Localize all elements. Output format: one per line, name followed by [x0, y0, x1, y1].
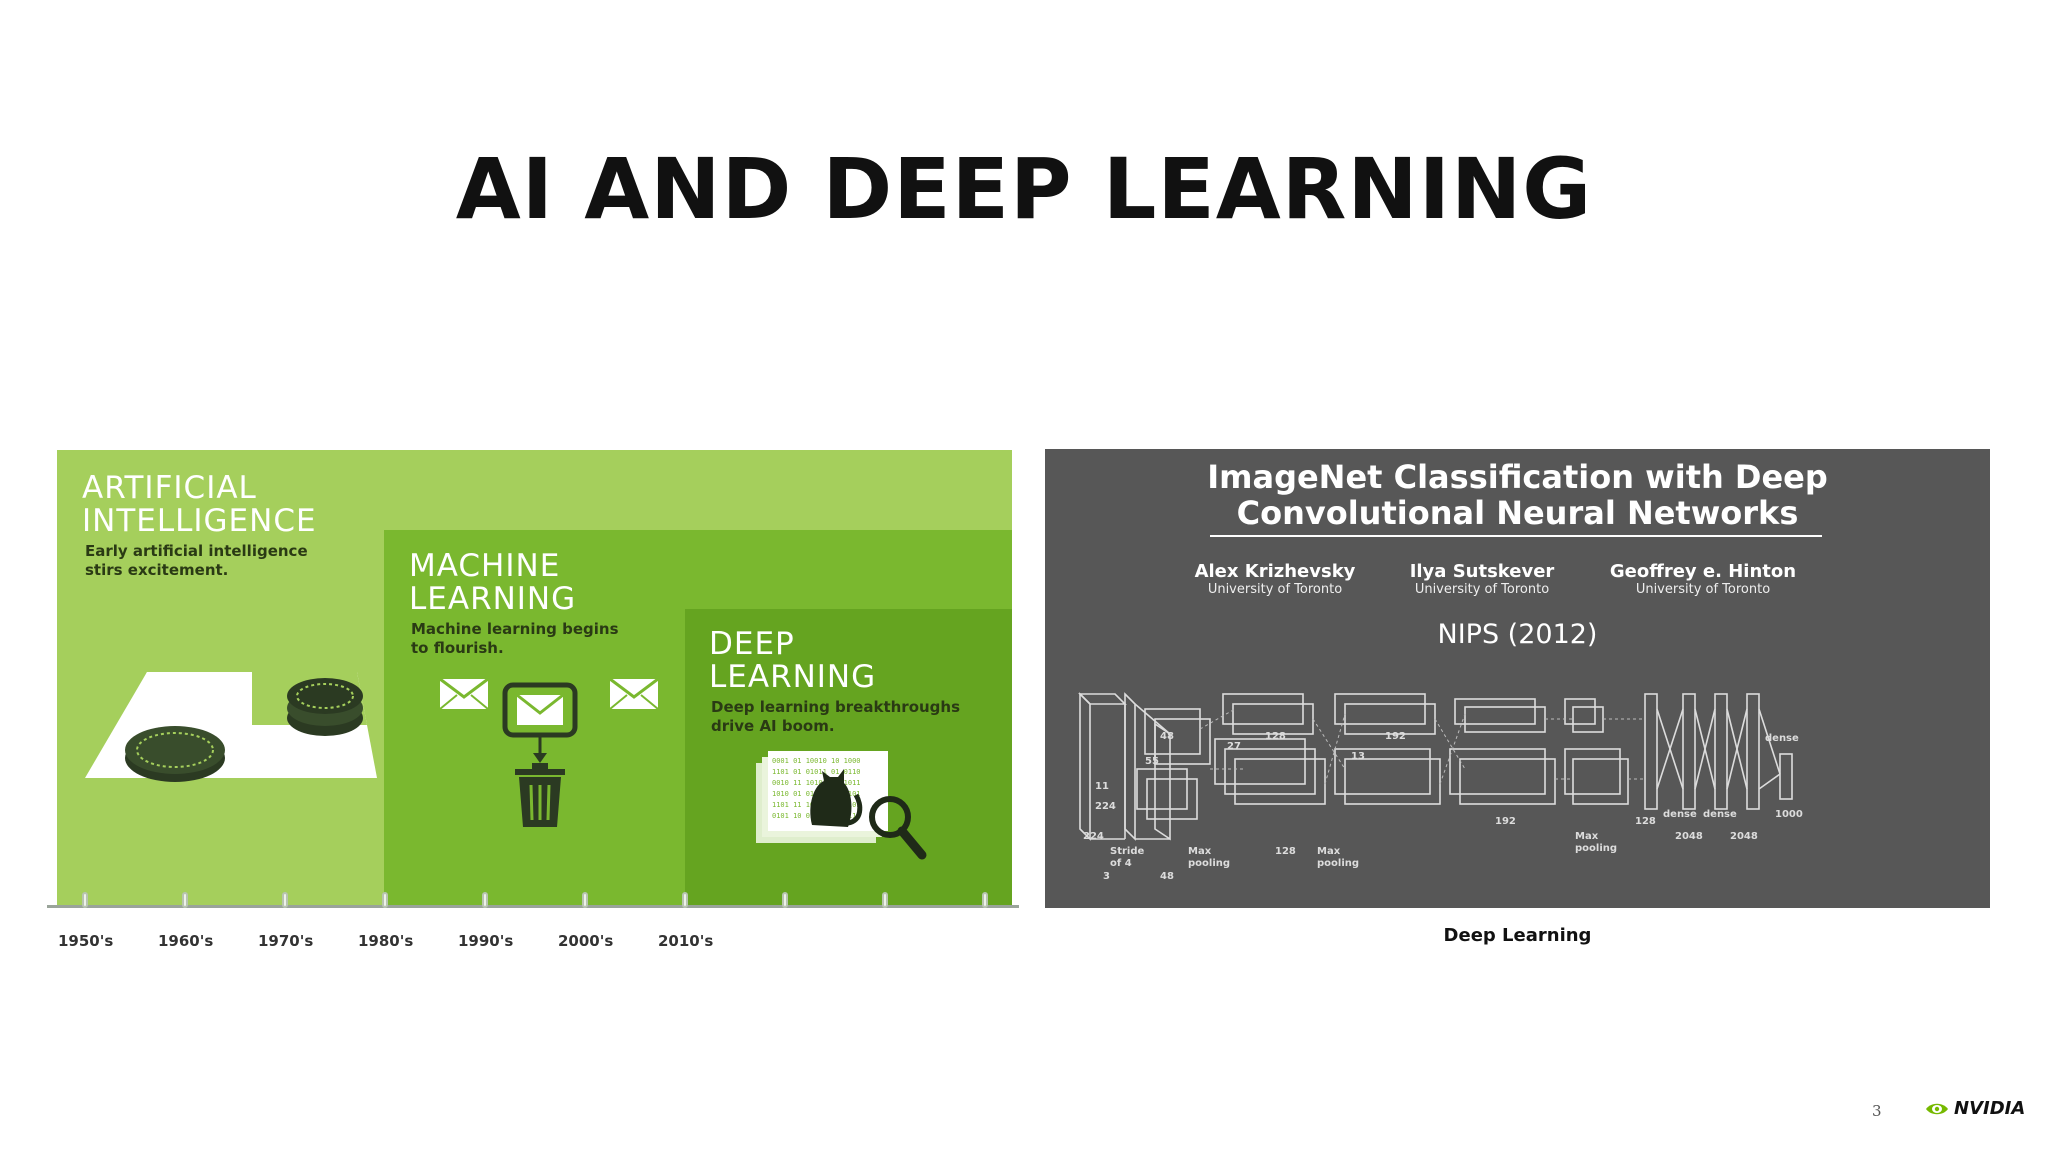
svg-text:0010 11 10101 10 1011: 0010 11 10101 10 1011 [772, 779, 861, 787]
alexnet-architecture-diagram: 224 224 11 3 Stride of 4 55 48 48 Max po… [1078, 692, 1803, 882]
author-affiliation: University of Toronto [1207, 582, 1343, 597]
diagram-label: Max [1317, 846, 1341, 857]
timeline-tick [182, 892, 188, 908]
timeline-decade-label: 1980's [358, 932, 414, 950]
diagram-label: 48 [1160, 871, 1174, 882]
svg-text:1101 01 01011 01 0110: 1101 01 01011 01 0110 [772, 768, 861, 776]
timeline-tick [482, 892, 488, 908]
diagram-label: 3 [1103, 871, 1110, 882]
diagram-label: dense [1765, 733, 1799, 744]
diagram-label: 11 [1095, 781, 1109, 792]
ai-description: Early artificial intelligence stirs exci… [85, 542, 308, 580]
diagram-label: Max [1575, 831, 1599, 842]
dl-heading-line2: LEARNING [709, 659, 877, 695]
author-name: Ilya Sutskever [1409, 561, 1555, 582]
diagram-label: 224 [1083, 831, 1104, 842]
page-number: 3 [1872, 1102, 1882, 1120]
ml-description-line1: Machine learning begins [411, 620, 619, 638]
dl-description: Deep learning breakthroughs drive AI boo… [711, 698, 960, 736]
dl-description-line2: drive AI boom. [711, 717, 835, 735]
diagram-label: dense [1703, 809, 1737, 820]
timeline-tick [382, 892, 388, 908]
nvidia-logo-text: NVIDIA [1954, 1098, 2026, 1119]
timeline-tick [582, 892, 588, 908]
timeline-tick [82, 892, 88, 908]
ai-description-line1: Early artificial intelligence [85, 542, 308, 560]
paper-title-line2: Convolutional Neural Networks [1236, 494, 1799, 532]
diagram-label: 48 [1160, 731, 1174, 742]
paper-title: ImageNet Classification with Deep Convol… [1045, 459, 1990, 531]
email-spam-filter-icon [439, 677, 659, 827]
paper-title-line1: ImageNet Classification with Deep [1207, 458, 1828, 496]
timeline-axis [47, 905, 1019, 908]
diagram-label: Stride [1110, 846, 1145, 857]
diagram-label: pooling [1188, 858, 1230, 869]
author-krizhevsky: Alex Krizhevsky University of Toronto [1165, 561, 1385, 598]
paper-venue: NIPS (2012) [1437, 619, 1598, 650]
timeline-tick [282, 892, 288, 908]
timeline-decade-label: 1970's [258, 932, 314, 950]
diagram-label: dense [1663, 809, 1697, 820]
author-affiliation: University of Toronto [1414, 582, 1550, 597]
ml-heading-line1: MACHINE [409, 548, 561, 584]
timeline-decade-label: 2010's [658, 932, 714, 950]
ml-heading: MACHINE LEARNING [409, 550, 576, 616]
diagram-label: 2048 [1675, 831, 1703, 842]
ml-description-line2: to flourish. [411, 639, 504, 657]
checkers-board-icon [85, 672, 377, 782]
image-caption: Deep Learning [1443, 925, 1592, 946]
diagram-label: pooling [1575, 843, 1617, 854]
author-name: Geoffrey e. Hinton [1609, 561, 1797, 582]
dl-heading-line1: DEEP [709, 626, 795, 662]
diagram-label: 13 [1351, 751, 1365, 762]
timeline-tick [982, 892, 988, 908]
diagram-label: 128 [1265, 731, 1286, 742]
timeline-decade-label: 1960's [158, 932, 214, 950]
diagram-label: 2048 [1730, 831, 1758, 842]
diagram-label: 192 [1385, 731, 1406, 742]
timeline-decade-label: 2000's [558, 932, 614, 950]
diagram-label: Max [1188, 846, 1212, 857]
author-sutskever: Ilya Sutskever University of Toronto [1372, 561, 1592, 598]
ai-evolution-graphic: ARTIFICIAL INTELLIGENCE Early artificial… [57, 450, 1012, 907]
ai-description-line2: stirs excitement. [85, 561, 229, 579]
diagram-label: 128 [1635, 816, 1656, 827]
diagram-label: 27 [1227, 741, 1241, 752]
ai-heading-line2: INTELLIGENCE [82, 503, 317, 539]
cat-recognition-icon: 0001 01 10010 10 1000 1101 01 01011 01 0… [756, 751, 927, 860]
author-hinton: Geoffrey e. Hinton University of Toronto [1593, 561, 1813, 598]
nvidia-logo: NVIDIA [1924, 1098, 2025, 1119]
ml-description: Machine learning begins to flourish. [411, 620, 619, 658]
timeline-decade-label: 1950's [58, 932, 114, 950]
paper-title-underline [1210, 535, 1822, 537]
diagram-label: of 4 [1110, 858, 1132, 869]
author-affiliation: University of Toronto [1635, 582, 1771, 597]
imagenet-paper-graphic: ImageNet Classification with Deep Convol… [1045, 449, 1990, 908]
ai-heading-line1: ARTIFICIAL [82, 470, 257, 506]
dl-description-line1: Deep learning breakthroughs [711, 698, 961, 716]
slide-title: AI AND DEEP LEARNING [455, 140, 1593, 238]
diagram-label: 128 [1275, 846, 1296, 857]
nvidia-eye-icon [1926, 1103, 1948, 1114]
diagram-label: 192 [1495, 816, 1516, 827]
timeline-tick [682, 892, 688, 908]
timeline-tick [782, 892, 788, 908]
ml-heading-line2: LEARNING [409, 581, 577, 617]
diagram-label: 224 [1095, 801, 1116, 812]
author-name: Alex Krizhevsky [1194, 561, 1356, 582]
timeline-decade-label: 1990's [458, 932, 514, 950]
dl-heading: DEEP LEARNING [709, 628, 876, 694]
ai-heading: ARTIFICIAL INTELLIGENCE [82, 472, 317, 538]
diagram-label: 1000 [1775, 809, 1803, 820]
timeline-tick [882, 892, 888, 908]
diagram-label: pooling [1317, 858, 1359, 869]
svg-text:0001 01 10010 10 1000: 0001 01 10010 10 1000 [772, 757, 861, 765]
diagram-label: 55 [1145, 756, 1159, 767]
